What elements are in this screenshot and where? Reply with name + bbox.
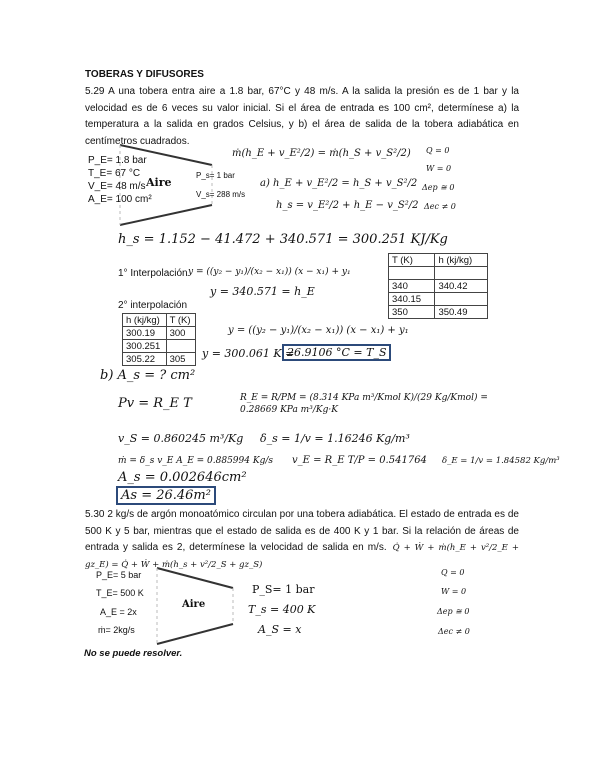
ts-result-boxed: 26.9106 °C = T_S: [282, 344, 392, 361]
d1-ve: V_E= 48 m/s: [88, 181, 146, 192]
ve-value: v_E = R_E T/P = 0.541764: [292, 455, 427, 466]
de-value: δ_E = 1/v = 1.84582 Kg/m³: [442, 456, 560, 466]
cond2-ec: Δec ≠ 0: [438, 627, 470, 636]
d1-vs: V_s= 288 m/s: [196, 190, 246, 199]
conclusion: No se puede resolver.: [84, 648, 183, 659]
interp1-formula: y = ((y₂ − y₁)/(x₂ − x₁)) (x − x₁) + y₁: [188, 267, 351, 277]
hs-value: h_s = 1.152 − 41.472 + 340.571 = 300.251…: [118, 232, 448, 247]
interp2-result: y = 300.061 K =: [202, 347, 295, 360]
d2-mdot: ṁ= 2kg/s: [98, 625, 135, 635]
energy-equation: ṁ(h_E + v_E²/2) = ṁ(h_S + v_S²/2): [232, 148, 411, 159]
cond2-ep: Δep ≅ 0: [437, 607, 470, 616]
ds-value: δ_s = 1/v = 1.16246 Kg/m³: [260, 432, 410, 445]
d1-ps: P_s= 1 bar: [196, 171, 235, 180]
hs-definition: h_s = v_E²/2 + h_E − v_S²/2: [276, 200, 419, 211]
cond1-ec: Δec ≠ 0: [424, 202, 456, 211]
problem-5-30-block: 5.30 2 kg/s de argón monoatómico circula…: [85, 507, 519, 573]
cond1-q: Q = 0: [426, 146, 450, 155]
cond1-w: W = 0: [426, 164, 452, 173]
d1-te: T_E= 67 °C: [88, 168, 141, 179]
d2-ps: P_S= 1 bar: [252, 583, 315, 596]
interp1-label: 1° Interpolación: [118, 268, 188, 279]
d2-te: T_E= 500 K: [96, 588, 144, 598]
d2-as: A_S = x: [258, 623, 302, 636]
vs-value: v_S = 0.860245 m³/Kg: [118, 432, 244, 445]
d1-ae: A_E= 100 cm²: [88, 194, 152, 205]
as-value: A_s = 0.002646cm²: [118, 470, 247, 485]
energy-equation-530: Q̇ + Ẇ + ṁ(h_E + v²/2_E + gz_E) = Q̇ + Ẇ…: [85, 543, 519, 570]
mdot-value: ṁ = δ_s v_E A_E = 0.885994 Kg/s: [118, 456, 273, 466]
d1-label: Aire: [146, 176, 172, 189]
problem-5-29-text: 5.29 A una tobera entra aire a 1.8 bar, …: [85, 86, 519, 147]
section-title: TOBERAS Y DIFUSORES: [85, 69, 204, 80]
d2-label: Aire: [182, 599, 206, 610]
cond1-ep: Δep ≅ 0: [422, 183, 455, 192]
nozzle-diagram-2: [156, 567, 234, 645]
d2-ts: T_s = 400 K: [248, 603, 316, 616]
re-equation: R_E = R/PM = (8.314 KPa m³/Kmol K)/(29 K…: [240, 393, 488, 415]
d2-pe: P_E= 5 bar: [96, 570, 142, 580]
interp1-result: y = 340.571 = h_E: [210, 285, 315, 298]
interp2-formula: y = ((y₂ − y₁)/(x₂ − x₁)) (x − x₁) + y₁: [228, 325, 409, 336]
d2-ae: A_E = 2x: [100, 607, 137, 617]
interp2-label: 2° interpolación: [118, 300, 188, 311]
cond2-w: W = 0: [441, 587, 467, 596]
nozzle-diagram-1: [119, 144, 213, 226]
cond2-q: Q = 0: [441, 568, 465, 577]
part-a-equation: a) h_E + v_E²/2 = h_S + v_S²/2: [260, 178, 418, 189]
part-b-label: b) A_s = ? cm²: [100, 368, 196, 383]
problem-5-30-text: 5.30 2 kg/s de argón monoatómico circula…: [85, 509, 519, 553]
as-result-boxed: As = 26.46m²: [116, 486, 216, 505]
d1-pe: P_E= 1.8 bar: [88, 155, 147, 166]
pv-equation: Pv = R_E T: [118, 396, 192, 411]
